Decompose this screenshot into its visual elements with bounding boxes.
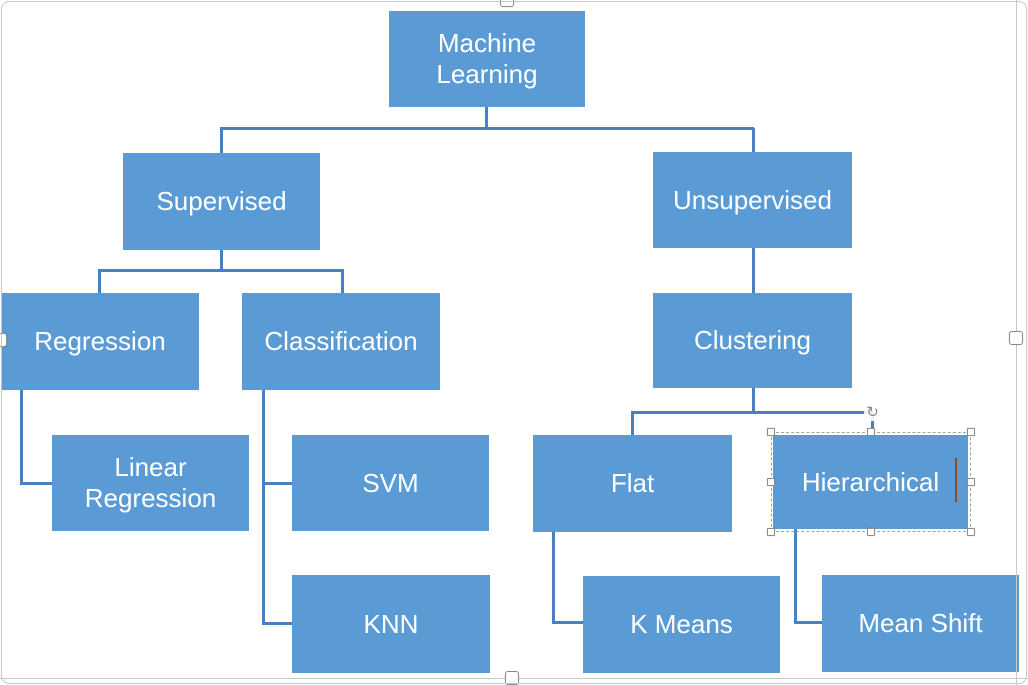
- connector-unsupervised-clustering: [752, 248, 755, 293]
- connector-classification-hang: [262, 390, 265, 624]
- resize-handle-se[interactable]: [967, 528, 975, 536]
- node-linear-regression[interactable]: Linear Regression: [52, 435, 249, 531]
- rotate-handle[interactable]: ↻: [864, 404, 881, 421]
- resize-handle-s[interactable]: [867, 528, 875, 536]
- node-label-svm: SVM: [362, 467, 419, 498]
- connector-flat-hang: [552, 532, 555, 623]
- node-unsupervised[interactable]: Unsupervised: [653, 152, 852, 248]
- resize-handle-ne[interactable]: [967, 428, 975, 436]
- frame-handle-top[interactable]: [500, 0, 514, 7]
- connector-to-knn: [262, 622, 293, 625]
- connector-drop-regression: [98, 270, 101, 293]
- connector-ml-stem: [485, 107, 488, 130]
- text-caret: [955, 458, 957, 502]
- node-label-supervised: Supervised: [156, 186, 287, 216]
- frame-handle-left[interactable]: [0, 333, 7, 347]
- connector-to-k-means: [552, 621, 584, 624]
- node-label-k-means: K Means: [630, 609, 733, 639]
- resize-handle-n[interactable]: [867, 428, 875, 436]
- connector-supervised-stem: [220, 250, 223, 271]
- connector-ml-crossbar: [220, 127, 754, 130]
- node-label-regression: Regression: [34, 326, 166, 356]
- node-label-linear-regression: Linear Regression: [84, 452, 217, 513]
- connector-supervised-crossbar: [98, 269, 344, 272]
- node-svm[interactable]: SVM: [292, 435, 489, 531]
- node-supervised[interactable]: Supervised: [123, 153, 320, 250]
- node-label-knn: KNN: [363, 608, 419, 639]
- node-regression[interactable]: Regression: [1, 293, 199, 390]
- connector-to-svm: [262, 482, 293, 485]
- resize-handle-nw[interactable]: [767, 428, 775, 436]
- connector-drop-supervised: [220, 128, 223, 153]
- connector-hierarchical-hang: [794, 529, 797, 623]
- connector-regression-hang: [20, 390, 23, 484]
- selection-border: [771, 432, 971, 532]
- connector-drop-flat: [631, 412, 634, 435]
- connector-clustering-crossbar: [631, 411, 873, 414]
- node-label-flat: Flat: [610, 468, 655, 498]
- resize-handle-sw[interactable]: [767, 528, 775, 536]
- connector-drop-classification: [341, 270, 344, 293]
- node-label-classification: Classification: [264, 326, 418, 356]
- node-label-unsupervised: Unsupervised: [673, 184, 832, 215]
- node-label-hierarchical: Hierarchical: [801, 466, 940, 497]
- connector-drop-hierarchical: [871, 412, 874, 433]
- connector-drop-unsupervised: [752, 128, 755, 152]
- resize-handle-e[interactable]: [967, 478, 975, 486]
- node-label-clustering: Clustering: [693, 325, 812, 355]
- node-classification[interactable]: Classification: [242, 293, 440, 390]
- connector-to-linear-regression: [20, 482, 53, 485]
- node-knn[interactable]: KNN: [292, 575, 490, 673]
- node-machine-learning[interactable]: Machine Learning: [389, 11, 585, 107]
- node-label-mean-shift: Mean Shift: [858, 608, 983, 638]
- connector-clustering-stem: [752, 388, 755, 412]
- connector-to-mean-shift: [794, 621, 823, 624]
- node-mean-shift[interactable]: Mean Shift: [822, 575, 1019, 672]
- node-clustering[interactable]: Clustering: [653, 293, 852, 388]
- frame-handle-bottom[interactable]: [505, 671, 519, 685]
- resize-handle-w[interactable]: [767, 478, 775, 486]
- node-flat[interactable]: Flat: [533, 435, 732, 532]
- node-label-machine-learning: Machine Learning: [436, 28, 538, 89]
- node-hierarchical[interactable]: Hierarchical: [773, 435, 968, 529]
- frame-handle-right[interactable]: [1009, 331, 1023, 345]
- node-k-means[interactable]: K Means: [583, 576, 780, 673]
